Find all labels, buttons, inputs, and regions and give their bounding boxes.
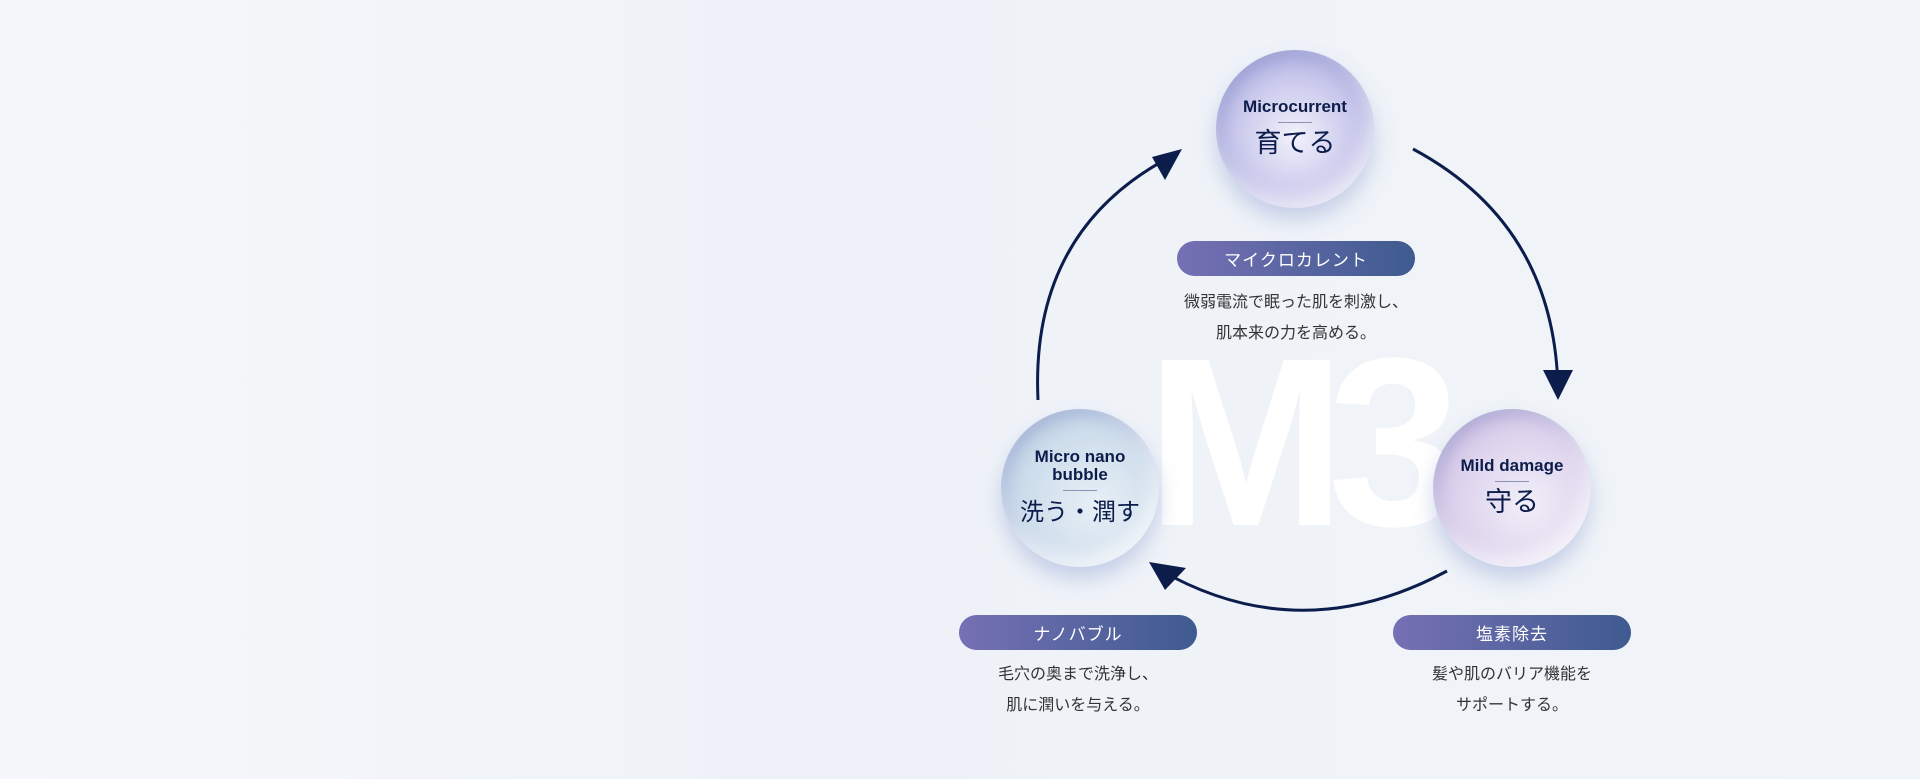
bubble-jp-label: 洗う・潤す: [1020, 497, 1140, 526]
arrow-top-to-right: [1412, 147, 1560, 391]
bubble-en-label: Microcurrent: [1243, 96, 1347, 116]
desc-line: 肌本来の力を高める。: [1215, 323, 1376, 342]
pill-nanobubble: ナノバブル: [959, 615, 1197, 650]
desc-nanobubble: 毛穴の奥まで洗浄し、 肌に潤いを与える。: [928, 658, 1228, 720]
desc-mild-damage: 髪や肌のバリア機能を サポートする。: [1362, 658, 1662, 720]
desc-line: 微弱電流で眠った肌を刺激し、: [1183, 292, 1408, 311]
arrowhead-right-icon: [1543, 370, 1573, 400]
bubble-en-label: Mild damage: [1460, 455, 1564, 475]
divider: [1495, 480, 1529, 482]
arrow-left-to-top: [1036, 154, 1173, 401]
desc-line: 肌に潤いを与える。: [1006, 695, 1150, 714]
bubble-jp-label: 守る: [1485, 486, 1539, 518]
divider: [1063, 489, 1097, 491]
arrowhead-top-icon: [1152, 149, 1182, 180]
desc-line: サポートする。: [1455, 695, 1568, 714]
bubble-jp-label: 育てる: [1254, 127, 1336, 159]
arrow-right-to-left: [1159, 568, 1448, 612]
pill-chlorine-removal: 塩素除去: [1393, 615, 1631, 650]
desc-line: 毛穴の奥まで洗浄し、: [997, 664, 1158, 683]
mild-damage-bubble: Mild damage 守る: [1433, 409, 1591, 567]
desc-line: 髪や肌のバリア機能を: [1431, 664, 1592, 683]
m3-watermark: M3: [1146, 308, 1461, 576]
arrowhead-left-icon: [1149, 562, 1186, 590]
desc-microcurrent: 微弱電流で眠った肌を刺激し、 肌本来の力を高める。: [1146, 286, 1446, 348]
divider: [1278, 121, 1312, 123]
pill-microcurrent: マイクロカレント: [1177, 241, 1415, 276]
micro-nano-bubble: Micro nano bubble 洗う・潤す: [1001, 409, 1159, 567]
microcurrent-bubble: Microcurrent 育てる: [1216, 50, 1374, 208]
bubble-en-label: Micro nano bubble: [1034, 446, 1126, 484]
